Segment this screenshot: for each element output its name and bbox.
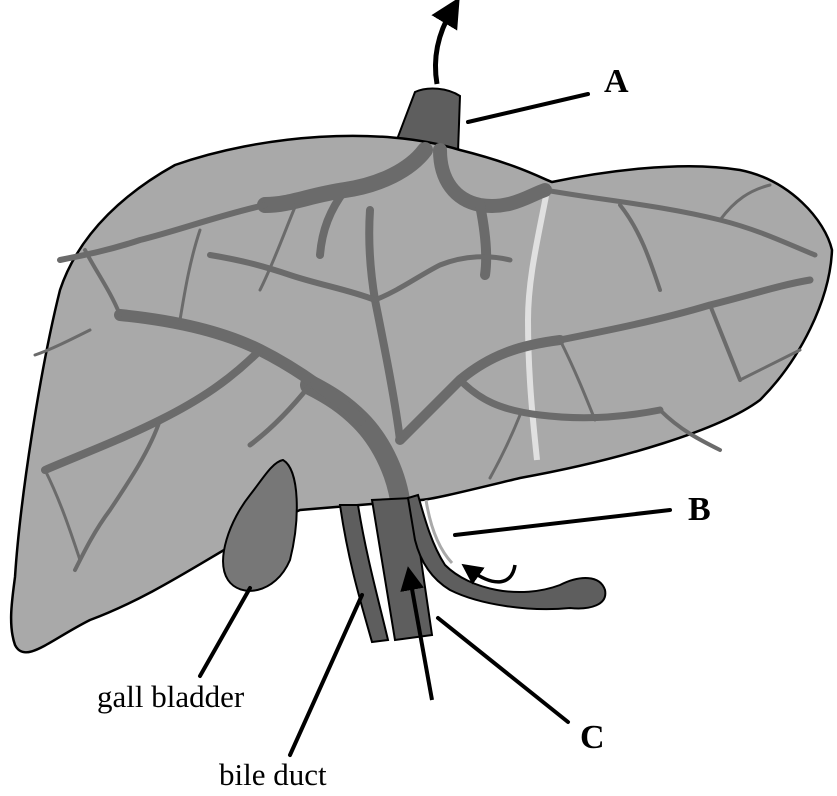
leader-gall-bladder	[200, 588, 250, 676]
leader-a	[468, 94, 588, 122]
leader-c	[438, 618, 568, 722]
leader-b	[455, 510, 670, 535]
label-b: B	[688, 491, 711, 528]
label-gall-bladder: gall bladder	[97, 679, 245, 714]
label-a: A	[604, 63, 629, 100]
hepatic-artery	[408, 495, 605, 609]
leader-bile-duct	[290, 595, 362, 755]
outflow-arrow	[435, 10, 452, 84]
label-bile-duct: bile duct	[219, 757, 327, 792]
label-c: C	[580, 719, 605, 756]
inflow-arrow-b	[470, 565, 515, 582]
